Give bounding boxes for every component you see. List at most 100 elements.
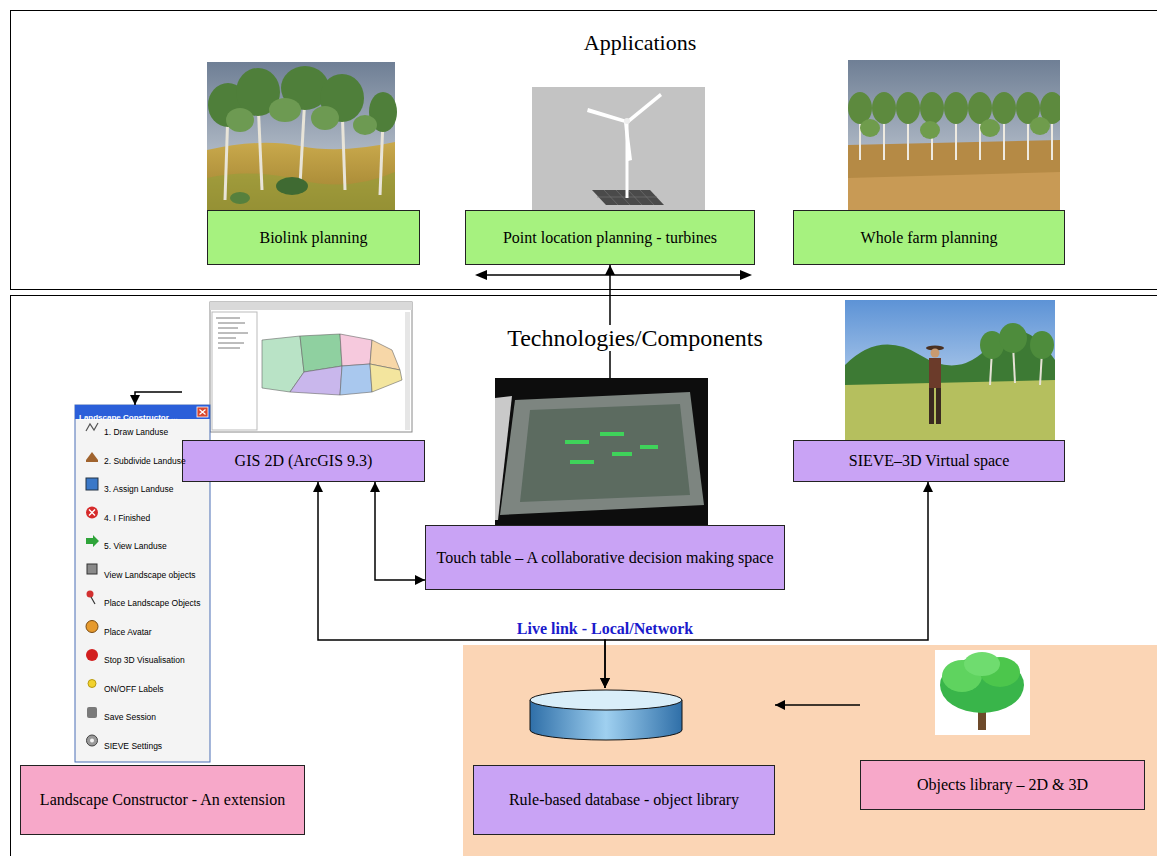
database-node: Rule-based database - object library xyxy=(473,688,775,835)
biolink-illustration xyxy=(230,192,250,204)
menu-window xyxy=(86,621,98,633)
library-node: Objects library – 2D & 3D xyxy=(860,650,1145,810)
menu-item: Save Session xyxy=(104,712,156,722)
menu-window xyxy=(86,649,98,661)
menu-window xyxy=(86,423,98,431)
arrow-head xyxy=(313,482,323,492)
gis-screenshot xyxy=(218,323,245,324)
shaded-region xyxy=(463,645,1157,856)
arrow-head xyxy=(600,678,610,688)
box-label: Point location planning - turbines xyxy=(503,228,717,247)
component-box: GIS 2D (ArcGIS 9.3) xyxy=(182,440,425,482)
gis-screenshot xyxy=(218,328,238,329)
menu-item-slot: 3. Assign Landuse xyxy=(104,478,173,496)
sieve-illustration xyxy=(845,300,1055,440)
gis-screenshot xyxy=(210,302,412,310)
menu-item-slot: 2. Subdivide Landuse xyxy=(104,450,186,468)
menu-window xyxy=(87,591,94,598)
gis-screenshot xyxy=(405,312,410,430)
gis-screenshot xyxy=(218,338,236,339)
double-arrow xyxy=(740,270,752,280)
touch-table-photo xyxy=(495,378,708,525)
menu-item-slot: Stop 3D Visualisation xyxy=(104,649,185,667)
gis-screenshot xyxy=(212,312,257,430)
connector xyxy=(130,392,182,405)
gis-screenshot xyxy=(340,364,372,395)
object-tree-icon xyxy=(935,650,1030,735)
menu-item-slot: 5. View Landuse xyxy=(104,535,167,553)
menu-item-slot: Landscape Constructor ... xyxy=(79,406,178,424)
application-node: Whole farm planning xyxy=(793,60,1065,265)
shaded-region xyxy=(463,645,1157,856)
extension-box: Landscape Constructor - An extension xyxy=(20,765,305,835)
menu-item: Place Landscape Objects xyxy=(104,598,200,608)
sieve-illustration xyxy=(845,300,1055,440)
menu-window xyxy=(197,407,208,417)
farm-illustration xyxy=(860,119,880,137)
touch-table-photo xyxy=(565,432,658,464)
heading-slot: Technologies/Components xyxy=(504,325,766,352)
sieve-illustration xyxy=(931,349,940,358)
gis-screenshot xyxy=(290,366,342,395)
menu-item: ON/OFF Labels xyxy=(104,684,164,694)
object-tree-icon xyxy=(935,650,1030,735)
menu-item: Place Avatar xyxy=(104,627,152,637)
gis-screenshot xyxy=(340,334,372,366)
menu-window xyxy=(90,739,94,743)
farm-illustration xyxy=(860,117,1050,139)
farm-illustration xyxy=(980,119,1000,137)
farm-illustration xyxy=(848,60,1060,210)
touch-table-photo xyxy=(570,460,594,464)
gis-screenshot xyxy=(210,302,412,432)
panel-heading: Applications xyxy=(581,30,699,55)
menu-item: 4. I Finished xyxy=(104,513,150,523)
biolink-illustration xyxy=(311,106,339,130)
menu-item-slot: ON/OFF Labels xyxy=(104,678,164,696)
application-node: Biolink planning xyxy=(207,62,420,265)
box-label: Touch table – A collaborative decision m… xyxy=(437,548,774,567)
object-tree-icon xyxy=(964,652,1000,676)
menu-window xyxy=(87,564,97,574)
arrow-head xyxy=(775,700,785,710)
turbine-illustration xyxy=(640,190,654,205)
edge-label-slot: Live link - Local/Network xyxy=(514,620,696,638)
component-box: Touch table – A collaborative decision m… xyxy=(425,525,785,590)
farm-illustration xyxy=(848,60,1060,210)
connector-line xyxy=(775,704,860,706)
applications-panel: ApplicationsBiolink planningPoint locati… xyxy=(10,10,1157,290)
arrow-head xyxy=(923,482,933,492)
arrow-head xyxy=(415,575,425,585)
sieve-illustration xyxy=(1030,331,1054,359)
turbine-illustration xyxy=(532,87,705,210)
arrow-head xyxy=(370,482,380,492)
menu-item: SIEVE Settings xyxy=(104,741,162,751)
connector-line xyxy=(609,265,611,378)
arrow-head xyxy=(605,265,615,275)
menu-item-slot: Save Session xyxy=(104,706,156,724)
box-label: Objects library – 2D & 3D xyxy=(917,775,1088,794)
database-cylinder xyxy=(530,690,682,740)
turbine-illustration xyxy=(532,87,705,210)
touch-table-photo xyxy=(565,440,589,444)
turbine-illustration xyxy=(628,190,642,205)
component-box: SIEVE–3D Virtual space xyxy=(793,440,1065,482)
touch-table-photo xyxy=(612,452,632,456)
sieve-illustration xyxy=(845,380,1055,440)
turbine-illustration xyxy=(587,108,627,123)
menu-item-slot: View Landscape objects xyxy=(104,564,196,582)
box-label: Landscape Constructor - An extension xyxy=(40,790,285,809)
gis-screenshot xyxy=(218,333,248,334)
component-node: SIEVE–3D Virtual space xyxy=(793,300,1065,482)
menu-window xyxy=(91,597,95,604)
sieve-illustration xyxy=(980,323,1054,359)
biolink-illustration xyxy=(226,108,254,132)
biolink-illustration xyxy=(269,98,301,122)
edge-label: Live link - Local/Network xyxy=(514,620,696,637)
menu-item: 1. Draw Landuse xyxy=(104,427,168,437)
touch-table-photo xyxy=(495,396,512,520)
menu-item: 5. View Landuse xyxy=(104,541,167,551)
farm-illustration xyxy=(920,121,940,139)
sieve-illustration xyxy=(999,323,1027,353)
menu-window xyxy=(86,507,98,519)
